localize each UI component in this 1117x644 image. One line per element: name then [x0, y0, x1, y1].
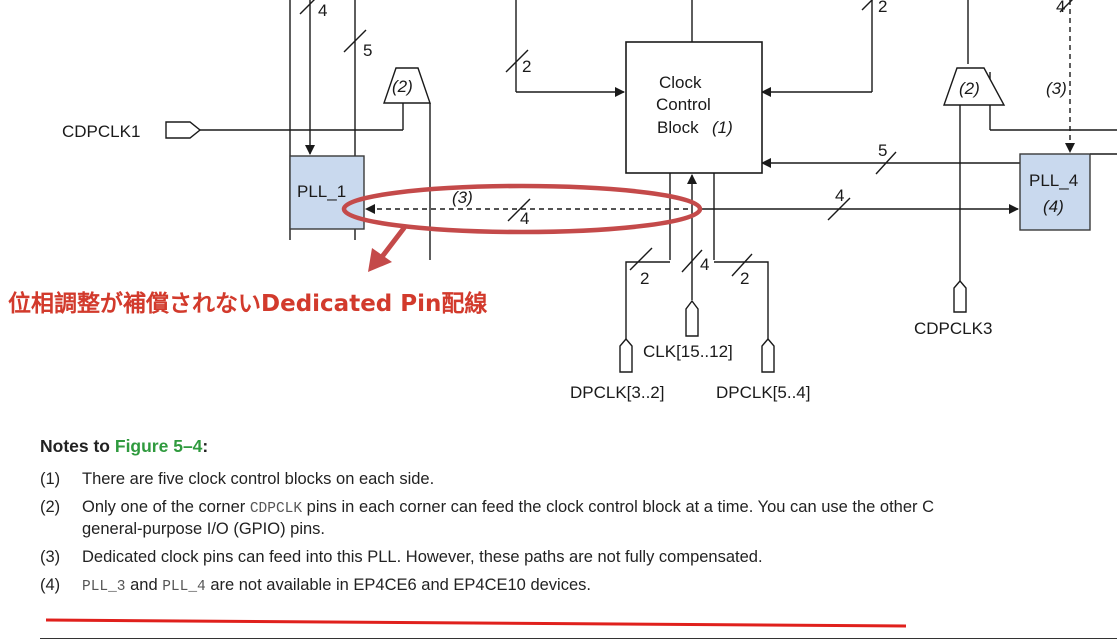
clock-control-block: [625, 41, 763, 174]
ccb-label-line3: Block: [657, 118, 699, 137]
mux-left-label: (2): [392, 77, 413, 96]
code-cdpclk: CDPCLK: [249, 501, 303, 517]
annotation-text: 位相調整が補償されないDedicated Pin配線: [8, 290, 487, 317]
code-pll4: PLL_4: [162, 579, 206, 595]
note-number: (3): [40, 548, 61, 566]
pll4-ref-label: (4): [1043, 197, 1064, 216]
tick-dashed-4: [507, 198, 531, 222]
figure-reference: Figure 5–4: [114, 436, 203, 456]
mux-left: [383, 67, 431, 104]
note-text-line2: general-purpose I/O (GPIO) pins.: [82, 520, 326, 538]
dpclk-left-pad: [619, 337, 633, 373]
cdpclk3-label: CDPCLK3: [914, 319, 992, 338]
highlight-arrow-head: [368, 248, 392, 272]
ccb-ref-label: (1): [712, 118, 733, 137]
bus-width-bottom-2a: 2: [640, 269, 649, 288]
figure-notes: Notes to Figure 5–4: (1) There are five …: [40, 436, 1117, 605]
dpclk-right-label: DPCLK[5..4]: [716, 383, 811, 402]
cdpclk3-pad: [953, 279, 967, 313]
pll4-block: [1019, 153, 1091, 231]
wire-dpclk-left: [625, 261, 670, 340]
dpclk-left-label: DPCLK[3..2]: [570, 383, 665, 402]
bus-width-top-left-5: 5: [363, 41, 372, 60]
dpclk-right-pad: [761, 337, 775, 373]
note-text-line1: Only one of the corner CDPCLK pins in ea…: [82, 498, 935, 517]
bus-width-dashed-4: 4: [520, 209, 529, 228]
note-number: (2): [40, 498, 61, 516]
bus-width-top-mid-2: 2: [522, 57, 531, 76]
tick-bottom-4: [681, 249, 703, 273]
bus-width-mid-4: 4: [835, 186, 844, 205]
note-number: (1): [40, 470, 61, 488]
tick-top-far-right-4: [1059, 0, 1073, 13]
tick-top-right-2: [861, 0, 873, 11]
note-text: There are five clock control blocks on e…: [82, 470, 435, 488]
tick-top-mid-2: [505, 49, 529, 73]
mux-right-label: (2): [959, 79, 980, 98]
notes-title: Notes to Figure 5–4:: [40, 436, 209, 456]
note-number: (4): [40, 576, 61, 594]
code-pll3: PLL_3: [82, 579, 126, 595]
cdpclk1-label: CDPCLK1: [62, 122, 140, 141]
pll1-label: PLL_1: [297, 182, 346, 201]
dashed-ref-right: (3): [1046, 79, 1067, 98]
note-1: (1) There are five clock control blocks …: [40, 469, 1117, 489]
note-4: (4) PLL_3 and PLL_4 are not available in…: [40, 575, 1117, 597]
note-2: (2) Only one of the corner CDPCLK pins i…: [40, 497, 1117, 539]
bus-width-top-right-2: 2: [878, 0, 887, 16]
bottom-divider: [40, 638, 1117, 639]
wire-dpclk-right: [714, 261, 769, 340]
highlight-ellipse: [341, 183, 703, 235]
tick-mid-4: [827, 197, 851, 221]
ccb-label-line1: Clock: [659, 73, 702, 92]
bus-width-top-far-right-4: 4: [1056, 0, 1065, 16]
dashed-ref-left: (3): [452, 188, 473, 207]
clock-network-diagram: CDPCLK1 CDPCLK3 CLK[15..12] DPCLK[3..2] …: [8, 0, 1117, 402]
note-3: (3) Dedicated clock pins can feed into t…: [40, 547, 1117, 567]
bus-width-bottom-2b: 2: [740, 269, 749, 288]
tick-top-left-5: [343, 29, 367, 53]
clk-pad: [685, 299, 699, 337]
tick-top-left-4: [299, 0, 315, 15]
note-text: PLL_3 and PLL_4 are not available in EP4…: [82, 576, 591, 595]
bus-width-mid-5: 5: [878, 141, 887, 160]
note-text: Dedicated clock pins can feed into this …: [82, 548, 763, 566]
bus-width-top-left-4: 4: [318, 1, 327, 20]
pll4-label: PLL_4: [1029, 171, 1078, 190]
tick-bottom-2a: [629, 247, 653, 271]
mux-right: [943, 67, 1006, 106]
ccb-label-line2: Control: [656, 95, 711, 114]
bus-width-bottom-4: 4: [700, 255, 709, 274]
tick-bottom-2b: [731, 253, 753, 277]
cdpclk1-pad: [165, 121, 202, 139]
tick-mid-5: [875, 151, 897, 175]
clk-label: CLK[15..12]: [643, 342, 733, 361]
